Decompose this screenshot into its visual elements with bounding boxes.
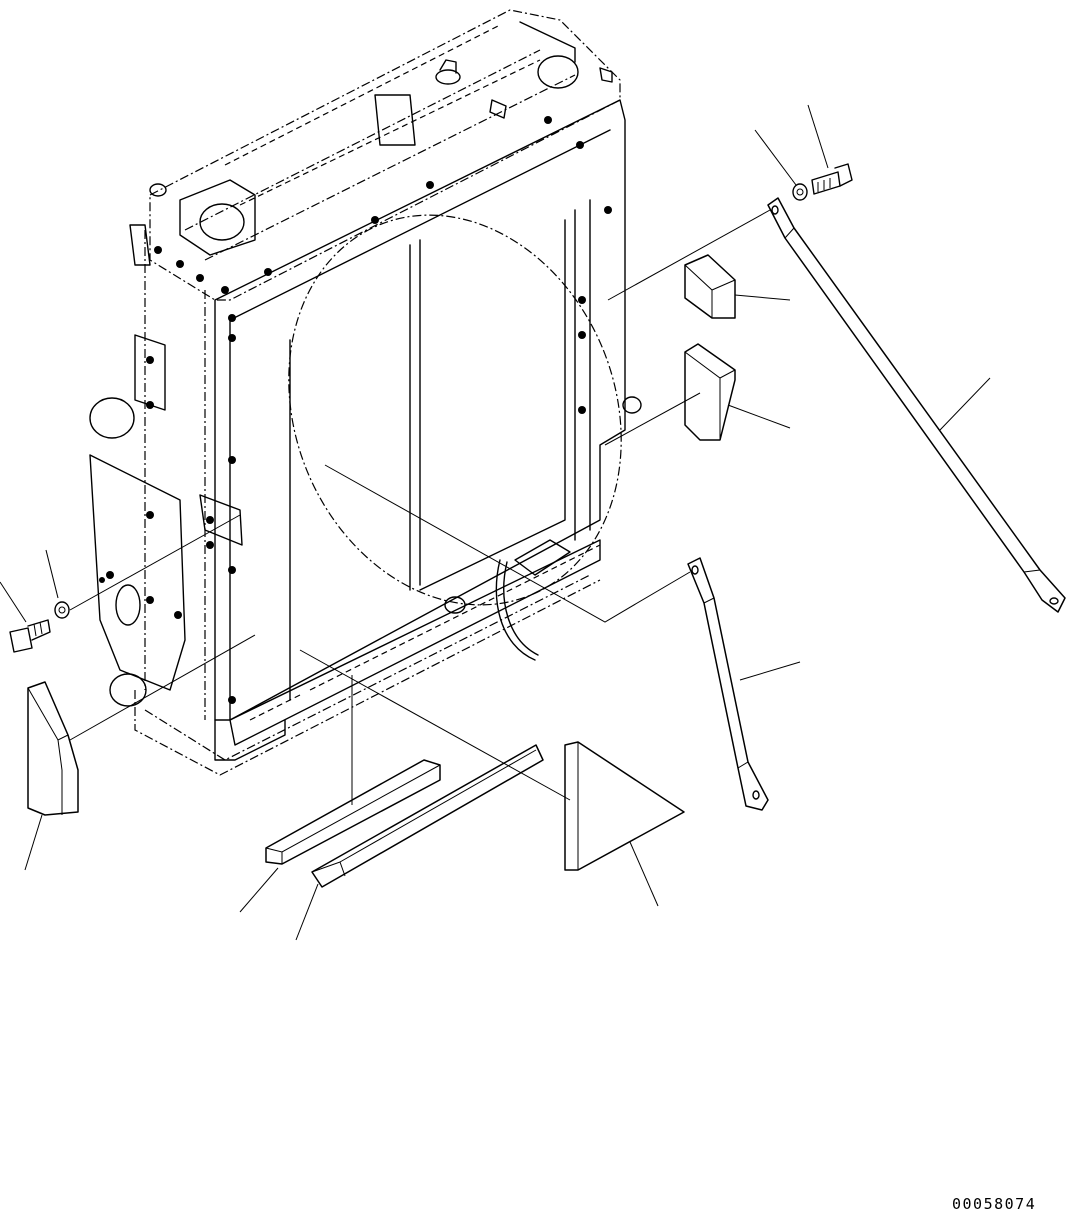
stay-upper	[767, 197, 1066, 613]
leader-stay-lower	[739, 661, 801, 681]
leader-seal-block-small	[734, 294, 791, 301]
seal-bar-long	[265, 759, 441, 865]
leader-bolt-left	[0, 581, 27, 623]
leader-washer-left	[45, 549, 59, 599]
seal-wedge-right	[684, 343, 736, 441]
washer-left	[54, 601, 70, 619]
leader-seal-wedge-left	[24, 814, 43, 871]
assembly-line-left-bolt	[69, 514, 241, 611]
assembly-line-stay-lower	[324, 464, 691, 623]
frame-bolt-heads	[99, 116, 612, 704]
assembly-line-seal-wedge-right	[604, 392, 701, 446]
stay-lower	[687, 557, 769, 811]
leader-washer-upper-right	[754, 129, 797, 186]
leader-seal-bar-long	[239, 867, 279, 913]
leader-stay-upper	[939, 377, 991, 431]
seal-triangle	[564, 741, 685, 871]
leader-bolt-upper-right	[807, 104, 829, 169]
seal-wedge-left	[27, 681, 79, 816]
leader-seal-strip-thin	[295, 883, 319, 941]
assembly-line-stay-upper	[607, 209, 771, 301]
assembly-line-seal-wedge-left	[69, 634, 256, 741]
seal-block-small	[684, 254, 736, 319]
drawing-number: 00058074	[952, 1195, 1037, 1213]
washer-upper-right	[792, 183, 808, 201]
bolt-left	[9, 619, 51, 653]
bolt-upper-right	[811, 163, 853, 195]
leader-seal-triangle	[629, 841, 659, 907]
leader-seal-wedge-right	[727, 404, 791, 429]
seal-strip-thin	[311, 744, 544, 888]
radiator-assembly	[89, 9, 642, 776]
assembly-line-seal-triangle	[299, 649, 571, 801]
